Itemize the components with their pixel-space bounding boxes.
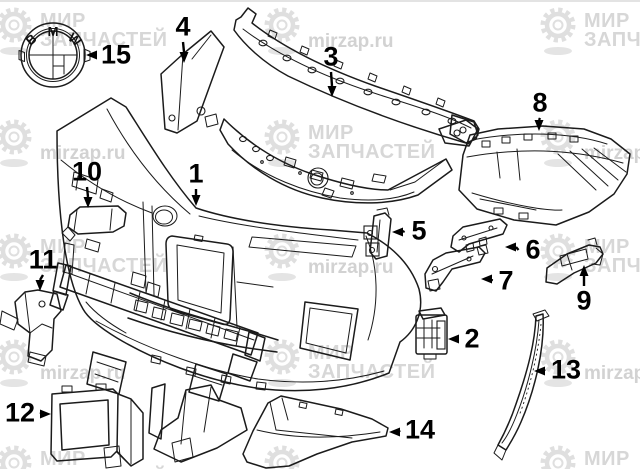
part-12-plate-base (50, 383, 144, 469)
part-5-bracket (363, 207, 392, 260)
part-3-carrier (219, 7, 480, 204)
callout-6[interactable]: 6 (525, 234, 541, 265)
part-11-bracket (0, 289, 62, 367)
callout-4[interactable]: 4 (175, 11, 191, 42)
emblem-letter-m: M (48, 24, 59, 39)
impact-beam (49, 262, 266, 402)
callout-5[interactable]: 5 (411, 215, 427, 246)
part-14-air-duct (242, 395, 389, 469)
callout-2[interactable]: 2 (464, 323, 480, 354)
callout-14[interactable]: 14 (404, 414, 436, 445)
part-8-side-carrier (438, 119, 631, 226)
part-7-bracket (424, 244, 489, 292)
callout-13[interactable]: 13 (550, 354, 582, 385)
callout-9[interactable]: 9 (576, 285, 592, 316)
callout-15[interactable]: 15 (100, 39, 132, 70)
callout-10[interactable]: 10 (71, 156, 103, 187)
part-1-bumper-cover (56, 97, 422, 392)
callout-8[interactable]: 8 (532, 87, 548, 118)
callout-11[interactable]: 11 (28, 244, 58, 275)
lower-center-bracket (148, 383, 248, 463)
callout-1[interactable]: 1 (188, 158, 204, 189)
callout-3[interactable]: 3 (323, 41, 339, 72)
part-9-bracket (545, 237, 604, 285)
callout-12[interactable]: 12 (4, 397, 36, 428)
part-4-side-bracket (160, 30, 225, 134)
part-13-trim-strip (493, 309, 550, 461)
part-10-tow-cover (61, 205, 127, 242)
part-2-holder (415, 307, 448, 360)
callout-7[interactable]: 7 (498, 265, 514, 296)
